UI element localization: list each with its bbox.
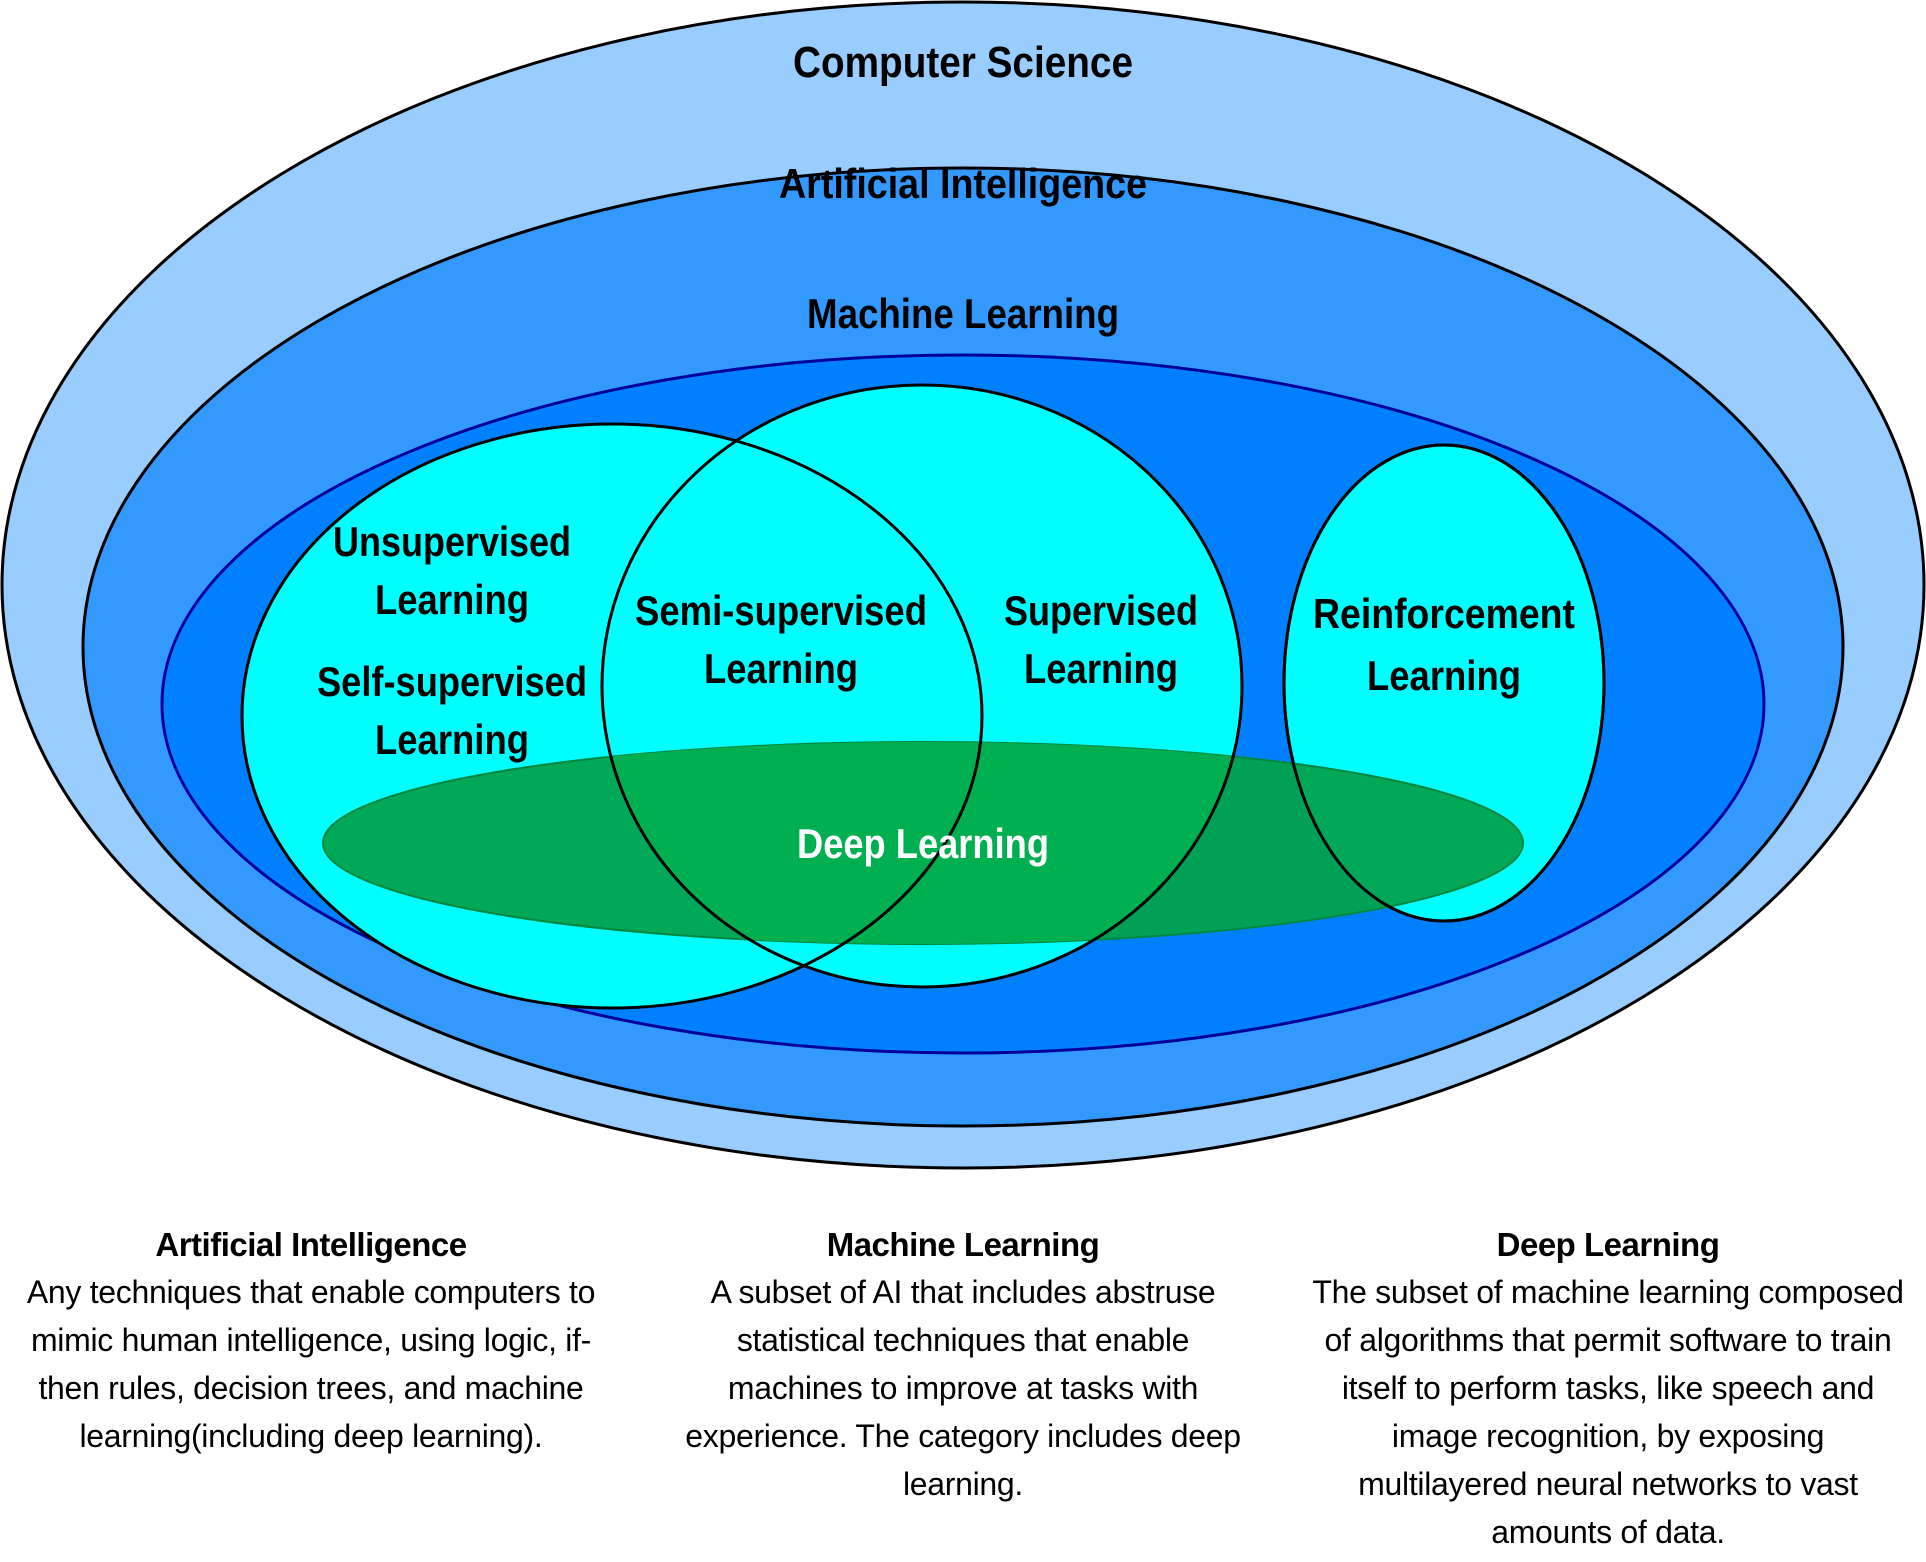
deep-learning-label: Deep Learning bbox=[797, 820, 1049, 867]
dl-description-title: Deep Learning bbox=[1496, 1226, 1720, 1263]
description-line: learning. bbox=[902, 1466, 1024, 1502]
description-line: then rules, decision trees, and machine bbox=[38, 1370, 584, 1406]
description-line: amounts of data. bbox=[1491, 1514, 1725, 1550]
dl-description-body: The subset of machine learning composed … bbox=[1290, 1268, 1926, 1556]
artificial-intelligence-label: Artificial Intelligence bbox=[779, 160, 1147, 207]
description-line: mimic human intelligence, using logic, i… bbox=[30, 1322, 592, 1358]
semi-supervised-label-line2: Learning bbox=[704, 645, 858, 692]
supervised-label-line2: Learning bbox=[1024, 645, 1178, 692]
description-line: statistical techniques that enable bbox=[736, 1322, 1190, 1358]
description-line: of algorithms that permit software to tr… bbox=[1324, 1322, 1892, 1358]
description-line: itself to perform tasks, like speech and bbox=[1341, 1370, 1875, 1406]
unsupervised-label-line1: Unsupervised bbox=[333, 518, 571, 565]
ai-description-body: Any techniques that enable computers to … bbox=[0, 1268, 622, 1460]
supervised-label-line1: Supervised bbox=[1004, 587, 1198, 634]
reinforcement-label-line2: Learning bbox=[1367, 652, 1521, 699]
computer-science-label: Computer Science bbox=[793, 38, 1133, 87]
ai-description-title: Artificial Intelligence bbox=[155, 1226, 467, 1263]
ml-description-body: A subset of AI that includes abstruse st… bbox=[652, 1268, 1274, 1508]
description-line: multilayered neural networks to vast bbox=[1358, 1466, 1858, 1502]
ml-description-title: Machine Learning bbox=[826, 1226, 1100, 1263]
description-line: machines to improve at tasks with bbox=[727, 1370, 1199, 1406]
self-supervised-label-line1: Self-supervised bbox=[317, 658, 587, 705]
supervised-learning-outline bbox=[600, 383, 1244, 989]
self-supervised-label-line2: Learning bbox=[375, 716, 529, 763]
semi-supervised-label-line1: Semi-supervised bbox=[635, 587, 927, 634]
reinforcement-learning-outline bbox=[1282, 443, 1606, 923]
description-line: The subset of machine learning composed bbox=[1312, 1274, 1904, 1310]
unsupervised-label-line2: Learning bbox=[375, 576, 529, 623]
description-line: learning(including deep learning). bbox=[79, 1418, 543, 1454]
ai-description: Artificial Intelligence Any techniques t… bbox=[0, 1222, 622, 1460]
dl-description: Deep Learning The subset of machine lear… bbox=[1290, 1222, 1926, 1556]
description-line: experience. The category includes deep bbox=[685, 1418, 1241, 1454]
machine-learning-label: Machine Learning bbox=[807, 290, 1119, 337]
description-line: Any techniques that enable computers to bbox=[26, 1274, 596, 1310]
reinforcement-label-line1: Reinforcement bbox=[1313, 590, 1575, 637]
description-line: A subset of AI that includes abstruse bbox=[710, 1274, 1216, 1310]
unsupervised-learning-outline bbox=[240, 422, 984, 1010]
ml-description: Machine Learning A subset of AI that inc… bbox=[652, 1222, 1274, 1508]
description-line: image recognition, by exposing bbox=[1391, 1418, 1825, 1454]
